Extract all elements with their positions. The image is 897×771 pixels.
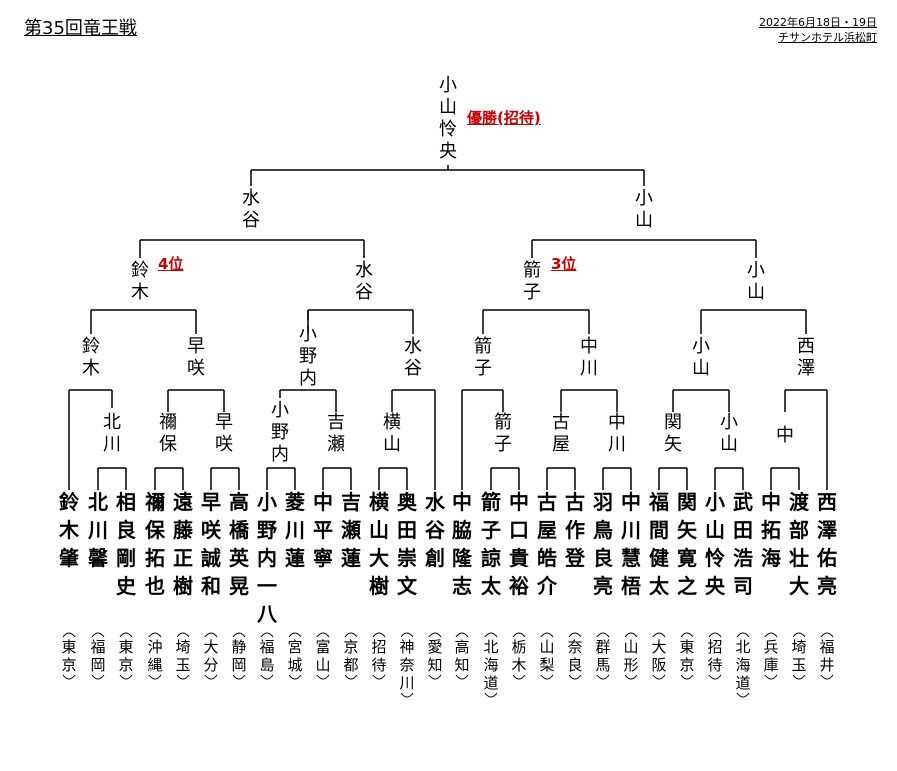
round2-winner: 鈴 木 (82, 336, 100, 379)
champion-badge: 優勝(招待) (467, 109, 541, 127)
round2-winner: 西 澤 (797, 336, 815, 379)
player-prefecture: 山 形 (618, 628, 644, 684)
player-name: 高 橋 英 晃 (229, 490, 249, 598)
player-prefecture: 京 都 (338, 628, 364, 684)
page-title: 第35回竜王戦 (24, 18, 137, 39)
player-prefecture: 埼 玉 (786, 628, 812, 684)
player-name: 菱 川 蓮 (285, 490, 305, 570)
fourth-place-badge: 4位 (158, 255, 184, 273)
player-prefecture: 北 海 道 (478, 628, 504, 702)
player-prefecture: 群 馬 (590, 628, 616, 684)
player-name: 羽 鳥 良 亮 (593, 490, 613, 598)
player-name: 武 田 浩 司 (733, 490, 753, 598)
round1-winner: 古 屋 (552, 412, 570, 455)
player-prefecture: 沖 縄 (142, 628, 168, 684)
player-prefecture: 愛 知 (422, 628, 448, 684)
player-prefecture: 福 井 (814, 628, 840, 684)
round1-winner: 中 (776, 425, 794, 446)
player-name: 鈴 木 肇 (59, 490, 79, 570)
player-name: 箭 子 諒 太 (481, 490, 501, 598)
player-prefecture: 奈 良 (562, 628, 588, 684)
round3-winner: 水 谷 (355, 260, 373, 303)
round4-winner: 水 谷 (242, 188, 260, 231)
event-info: 2022年6月18日・19日 チサンホテル浜松町 (759, 15, 877, 45)
player-prefecture: 宮 城 (282, 628, 308, 684)
round1-winner: 早 咲 (215, 412, 233, 455)
player-name: 古 屋 皓 介 (537, 490, 557, 598)
player-name: 西 澤 佑 亮 (817, 490, 837, 598)
player-name: 中 口 貴 裕 (509, 490, 529, 598)
round1-winner: 吉 瀬 (327, 412, 345, 455)
round1-winner: 禰 保 (159, 412, 177, 455)
player-name: 北 川 馨 (88, 490, 108, 570)
round1-winner: 関 矢 (664, 412, 682, 455)
round3-winner: 鈴 木 (131, 260, 149, 303)
player-name: 小 野 内 一 八 (257, 490, 277, 626)
player-prefecture: 埼 玉 (170, 628, 196, 684)
player-prefecture: 東 京 (674, 628, 700, 684)
player-name: 古 作 登 (565, 490, 585, 570)
player-name: 中 平 寧 (313, 490, 333, 570)
player-prefecture: 福 岡 (85, 628, 111, 684)
round2-winner: 水 谷 (404, 336, 422, 379)
player-prefecture: 兵 庫 (758, 628, 784, 684)
round2-winner: 中 川 (580, 336, 598, 379)
player-name: 遠 藤 正 樹 (173, 490, 193, 598)
player-name: 中 脇 隆 志 (452, 490, 472, 598)
player-prefecture: 招 待 (366, 628, 392, 684)
player-name: 吉 瀬 蓮 (341, 490, 361, 570)
round1-winner: 横 山 (383, 412, 401, 455)
player-prefecture: 大 阪 (646, 628, 672, 684)
player-name: 奥 田 崇 文 (397, 490, 417, 598)
player-name: 相 良 剛 史 (116, 490, 136, 598)
round2-winner: 箭 子 (474, 336, 492, 379)
player-prefecture: 福 島 (254, 628, 280, 684)
round1-winner: 小 野 内 (271, 400, 289, 465)
player-prefecture: 山 梨 (534, 628, 560, 684)
player-name: 関 矢 寛 之 (677, 490, 697, 598)
player-prefecture: 大 分 (198, 628, 224, 684)
player-name: 横 山 大 樹 (369, 490, 389, 598)
round1-winner: 北 川 (103, 412, 121, 455)
round1-winner: 箭 子 (494, 412, 512, 455)
round3-winner: 箭 子 (523, 260, 541, 303)
round1-winner: 中 川 (608, 412, 626, 455)
player-prefecture: 高 知 (449, 628, 475, 684)
player-prefecture: 栃 木 (506, 628, 532, 684)
player-prefecture: 招 待 (702, 628, 728, 684)
round2-winner: 小 野 内 (299, 324, 317, 389)
player-prefecture: 静 岡 (226, 628, 252, 684)
player-name: 中 拓 海 (761, 490, 781, 570)
player-name: 禰 保 拓 也 (145, 490, 165, 598)
third-place-badge: 3位 (551, 255, 577, 273)
player-name: 早 咲 誠 和 (201, 490, 221, 598)
player-prefecture: 神 奈 川 (394, 628, 420, 702)
round2-winner: 小 山 (692, 336, 710, 379)
player-name: 渡 部 壮 大 (789, 490, 809, 598)
event-venue: チサンホテル浜松町 (778, 31, 877, 44)
event-date: 2022年6月18日・19日 (759, 16, 877, 29)
champion-name: 小 山 怜 央 (439, 75, 457, 162)
player-name: 小 山 怜 央 (705, 490, 725, 598)
player-prefecture: 東 京 (56, 628, 82, 684)
round3-winner: 小 山 (747, 260, 765, 303)
player-name: 水 谷 創 (425, 490, 445, 570)
round4-winner: 小 山 (635, 188, 653, 231)
player-prefecture: 北 海 道 (730, 628, 756, 702)
round1-winner: 小 山 (720, 412, 738, 455)
player-prefecture: 富 山 (310, 628, 336, 684)
player-name: 中 川 慧 梧 (621, 490, 641, 598)
round2-winner: 早 咲 (187, 336, 205, 379)
player-prefecture: 東 京 (113, 628, 139, 684)
player-name: 福 間 健 太 (649, 490, 669, 598)
